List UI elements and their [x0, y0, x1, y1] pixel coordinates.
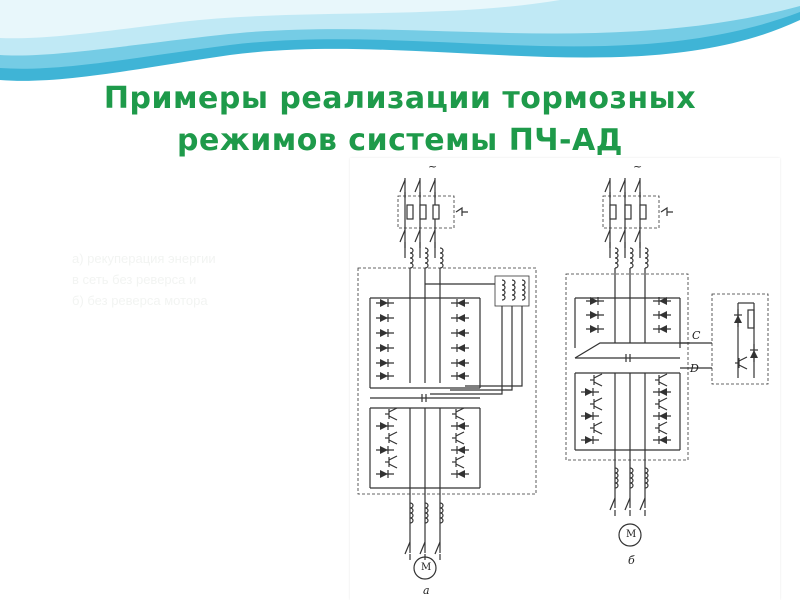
diagram-a [357, 178, 537, 580]
fig-a-caption: а [423, 584, 430, 597]
slide-title: Примеры реализации тормозных режимов сис… [0, 78, 800, 162]
circuit-diagram-scan: ~ ~ M M C D а б [350, 158, 780, 600]
node-c-label: C [692, 329, 701, 342]
fig-b-caption: б [628, 554, 635, 567]
ac-symbol-b: ~ [633, 160, 643, 173]
motor-label-a: M [421, 562, 432, 573]
node-d-label: D [690, 362, 699, 375]
faded-line-2: в сеть без реверса и [72, 272, 197, 287]
faded-line-1: а) рекуперация энергии [72, 251, 216, 266]
ac-symbol-a: ~ [428, 160, 438, 173]
header-wave-decoration [0, 0, 800, 81]
faded-line-3: б) без реверса мотора [72, 293, 208, 308]
faded-caption-text: а) рекуперация энергии в сеть без реверс… [72, 248, 322, 311]
diagram-b [565, 178, 769, 547]
title-line-2: режимов системы ПЧ-АД [177, 123, 623, 158]
motor-label-b: M [626, 529, 637, 540]
title-line-1: Примеры реализации тормозных [103, 81, 697, 116]
